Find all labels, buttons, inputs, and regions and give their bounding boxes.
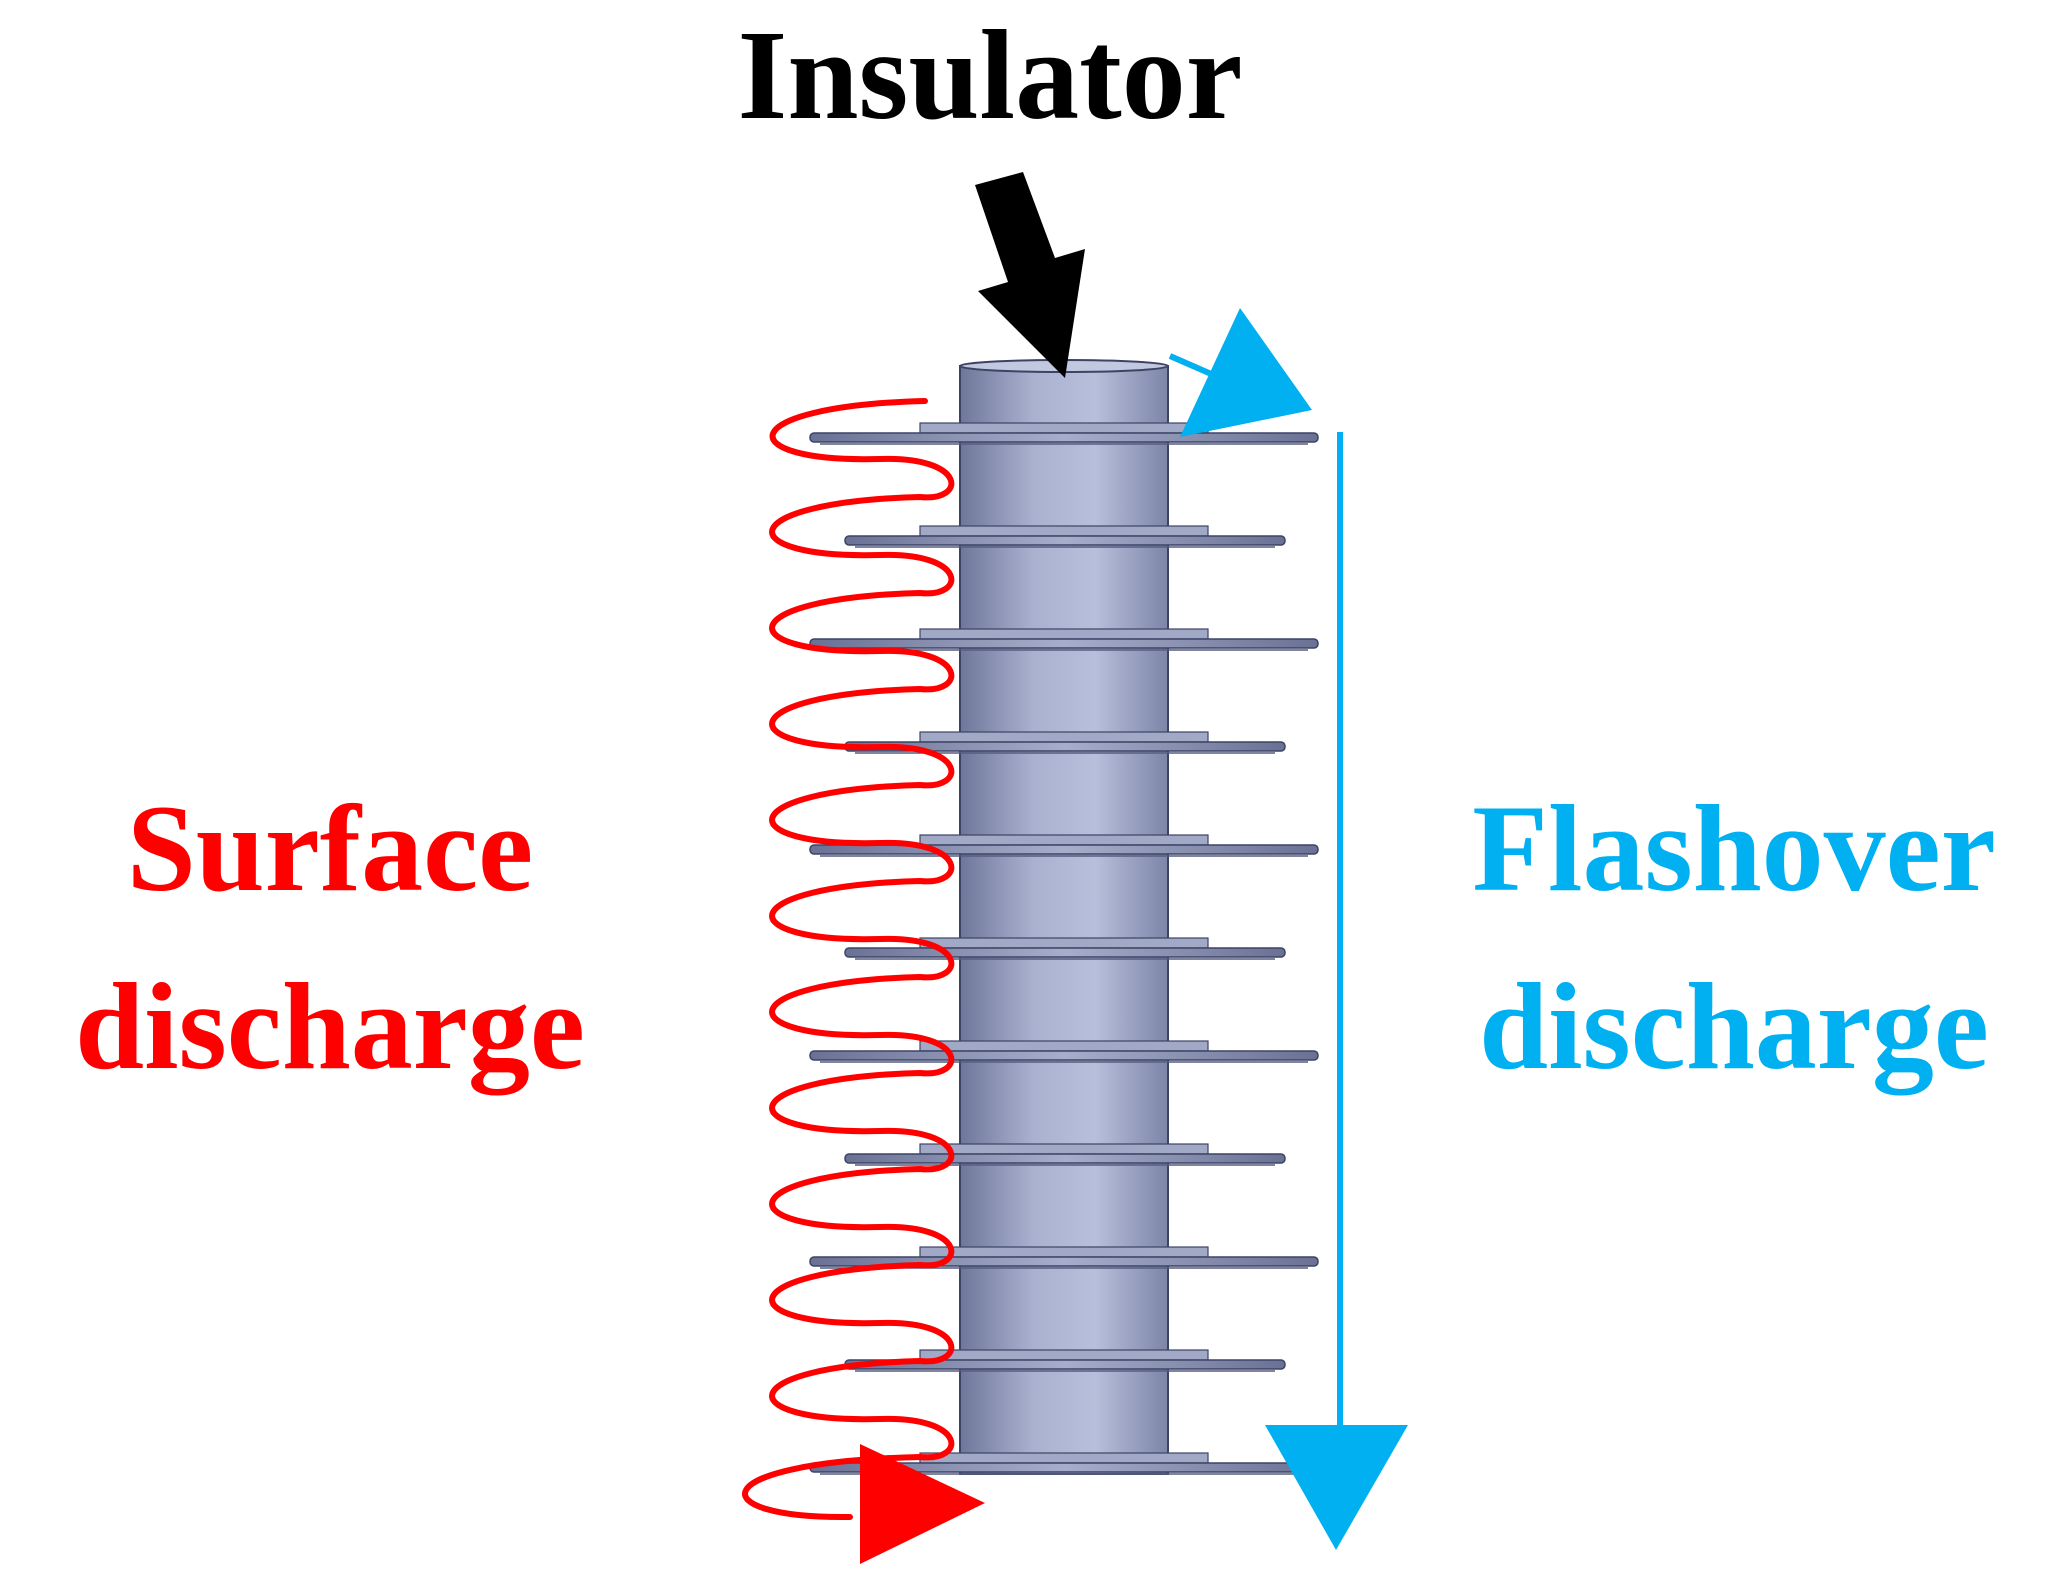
insulator-shed bbox=[809, 844, 1319, 855]
shed-collar bbox=[919, 1452, 1209, 1464]
shed-collar bbox=[919, 731, 1209, 743]
pointer-arrow-shape bbox=[975, 172, 1085, 378]
insulator-body bbox=[809, 359, 1319, 1475]
flashover-discharge-path bbox=[1168, 308, 1408, 1550]
shed-collar bbox=[919, 937, 1209, 949]
insulator-shed bbox=[809, 1050, 1319, 1061]
insulator-shed bbox=[844, 1153, 1286, 1164]
insulator-label: Insulator bbox=[737, 4, 1243, 146]
shed-collar bbox=[919, 422, 1209, 434]
surface-discharge-curve bbox=[742, 398, 955, 1521]
flashover-top-arrowhead bbox=[1180, 308, 1312, 437]
surface-discharge-label-line1: Surface bbox=[126, 780, 534, 917]
insulator-pointer-arrow bbox=[975, 172, 1085, 378]
shed-collar bbox=[919, 1349, 1209, 1361]
flashover-bottom-arrowhead bbox=[1265, 1425, 1408, 1550]
shed-collar bbox=[919, 525, 1209, 537]
insulator-shed bbox=[809, 432, 1319, 443]
surface-discharge-path bbox=[742, 398, 985, 1564]
surface-discharge-label-line2: discharge bbox=[75, 958, 585, 1095]
shed-collar bbox=[919, 628, 1209, 640]
shed-collar bbox=[919, 1143, 1209, 1155]
insulator-shed bbox=[809, 638, 1319, 649]
surface-discharge-label: Surface discharge bbox=[0, 760, 660, 1116]
shed-collar bbox=[919, 1040, 1209, 1052]
insulator-core bbox=[959, 365, 1169, 1475]
flashover-discharge-label-line1: Flashover bbox=[1472, 780, 1996, 917]
surface-discharge-arrowhead bbox=[860, 1444, 985, 1564]
flashover-discharge-label: Flashover discharge bbox=[1400, 760, 2068, 1116]
shed-collar bbox=[919, 1246, 1209, 1258]
shed-collar bbox=[919, 834, 1209, 846]
insulator-shed bbox=[844, 535, 1286, 546]
flashover-discharge-label-line2: discharge bbox=[1479, 958, 1989, 1095]
insulator-shed bbox=[844, 947, 1286, 958]
